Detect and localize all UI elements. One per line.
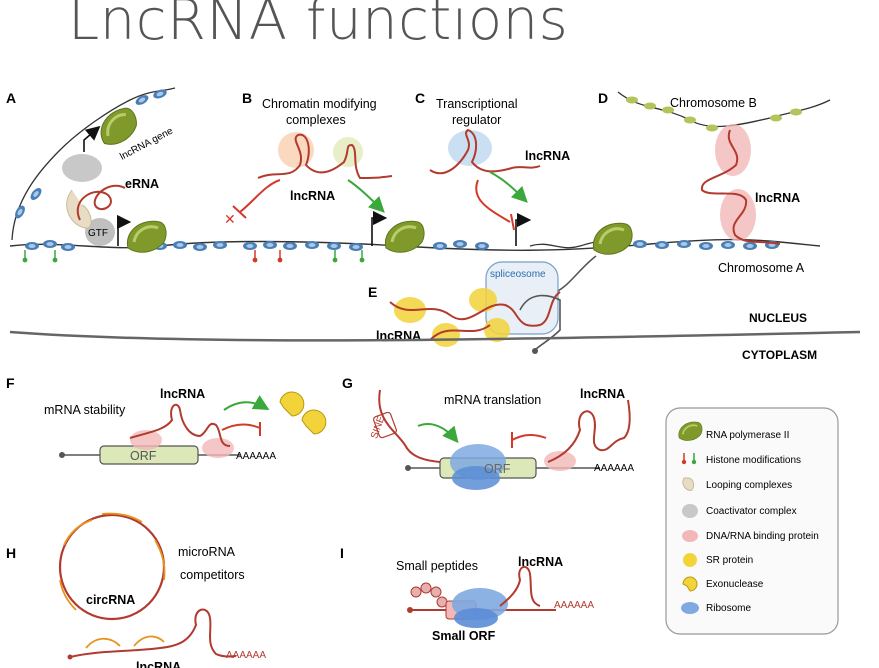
legend: RNA polymerase II Histone modifications … [665,407,839,635]
panel-h-letter: H [6,545,16,561]
panel-b-letter: B [242,90,252,106]
panel-g-letter: G [342,375,353,391]
panel-b-lncrna: lncRNA [290,189,335,203]
circrna-label: circRNA [86,593,135,607]
panel-g: G mRNA translation lncRNA SINE ORF AAAAA… [342,375,634,490]
panel-g-polya: AAAAAA [594,463,634,474]
binding-protein-icon [682,530,698,542]
panel-g-lncrna: lncRNA [580,387,625,401]
panel-b: B Chromatin modifying complexes lncRNA ✕ [224,90,426,254]
svg-text:✕: ✕ [224,212,236,228]
panel-h-lncrna: lncRNA [136,660,181,668]
legend-label-3: Coactivator complex [706,506,797,517]
panel-c-heading-2: regulator [452,113,501,127]
panel-f-letter: F [6,375,15,391]
legend-label-6: Exonuclease [706,579,764,590]
panel-d-letter: D [598,90,608,106]
panel-c-lncrna: lncRNA [525,149,570,163]
panel-i-lncrna: lncRNA [518,555,563,569]
panel-g-orf: ORF [484,462,511,476]
mrna-translation-label: mRNA translation [444,393,541,407]
panel-e: E spliceosome lncRNA [368,261,561,354]
coactivator-icon [682,504,698,518]
cytoplasm-label: CYTOPLASM [742,348,817,362]
legend-label-0: RNA polymerase II [706,430,789,441]
chromosome-a-label: Chromosome A [718,261,805,275]
microrna-line-1: microRNA [178,545,236,559]
erna-label: eRNA [125,177,159,191]
panel-i: I Small peptides lncRNA AAAAAA Small ORF [340,545,594,643]
legend-label-1: Histone modifications [706,455,801,466]
panel-i-letter: I [340,545,344,561]
panel-h-polya: AAAAAA [226,650,266,661]
panel-c-letter: C [415,90,425,106]
panel-f: F mRNA stability lncRNA ORF AAAAAA [6,375,327,465]
page-title: LncRNA functions [68,0,569,53]
ribosome-icon [681,602,699,614]
panel-d: D Chromosome B lncRNA Chromosome A [598,90,831,275]
exonuclease-f [279,391,327,435]
panel-e-letter: E [368,284,377,300]
nuclear-membrane: NUCLEUS CYTOPLASM [9,311,861,362]
legend-label-2: Looping complexes [706,480,792,491]
panel-a: A GTF eRNA lncRNA gene [6,87,175,254]
panel-a-letter: A [6,90,16,106]
gtf-label: GTF [88,228,108,239]
mrna-stability-label: mRNA stability [44,403,126,417]
panel-f-polya: AAAAAA [236,451,276,462]
coactivator-icon [62,154,102,182]
spliceosome-label: spliceosome [490,269,546,280]
exonuclease-icon [682,576,698,592]
panel-c-heading-1: Transcriptional [436,97,518,111]
panel-c: C Transcriptional regulator lncRNA [415,90,634,293]
gtf-icon [85,218,115,246]
panel-b-heading-1: Chromatin modifying [262,97,377,111]
small-orf-label: Small ORF [432,629,496,643]
chromosome-b-label: Chromosome B [670,96,757,110]
panel-d-lncrna: lncRNA [755,191,800,205]
legend-label-7: Ribosome [706,603,751,614]
panel-f-orf: ORF [130,449,157,463]
legend-label-5: SR protein [706,555,753,566]
microrna-line-2: competitors [180,568,245,582]
small-peptides-label: Small peptides [396,559,478,573]
histone-mark-icon [681,453,697,465]
panel-b-heading-2: complexes [286,113,346,127]
sr-protein-icon [683,553,697,567]
panel-f-lncrna: lncRNA [160,387,205,401]
nucleus-label: NUCLEUS [749,311,807,325]
panel-h: H microRNA competitors circRNA AAAAAA ln… [6,512,266,668]
panel-i-polya: AAAAAA [554,600,594,611]
legend-label-4: DNA/RNA binding protein [706,531,819,542]
looping-complex-icon [682,477,695,491]
